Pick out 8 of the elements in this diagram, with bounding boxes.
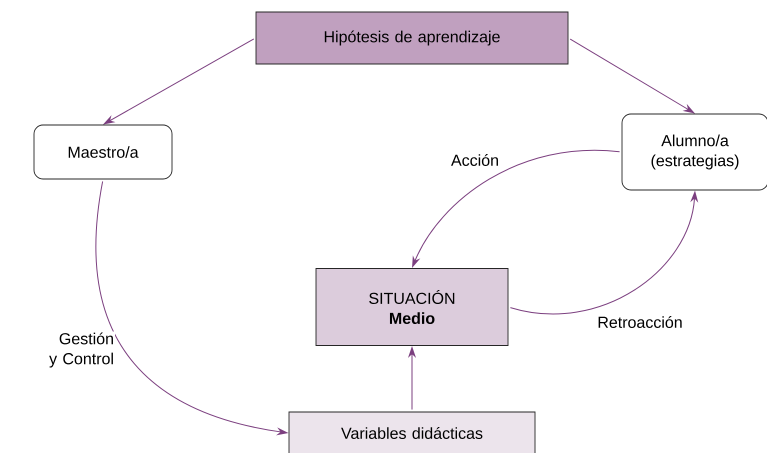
edge-label: Gestión y Control bbox=[41, 331, 115, 369]
title-box: Hipótesis de aprendizaje bbox=[256, 12, 568, 64]
rounded-box: Maestro/a bbox=[34, 124, 172, 180]
variables-box: Variables didácticas bbox=[288, 412, 536, 453]
situation-box: SITUACIÓN Medio bbox=[316, 268, 508, 346]
edge-label: Retroacción bbox=[596, 315, 684, 329]
rounded-box: Alumno/a (estrategias) bbox=[622, 114, 767, 190]
edge-label: Acción bbox=[450, 153, 500, 167]
